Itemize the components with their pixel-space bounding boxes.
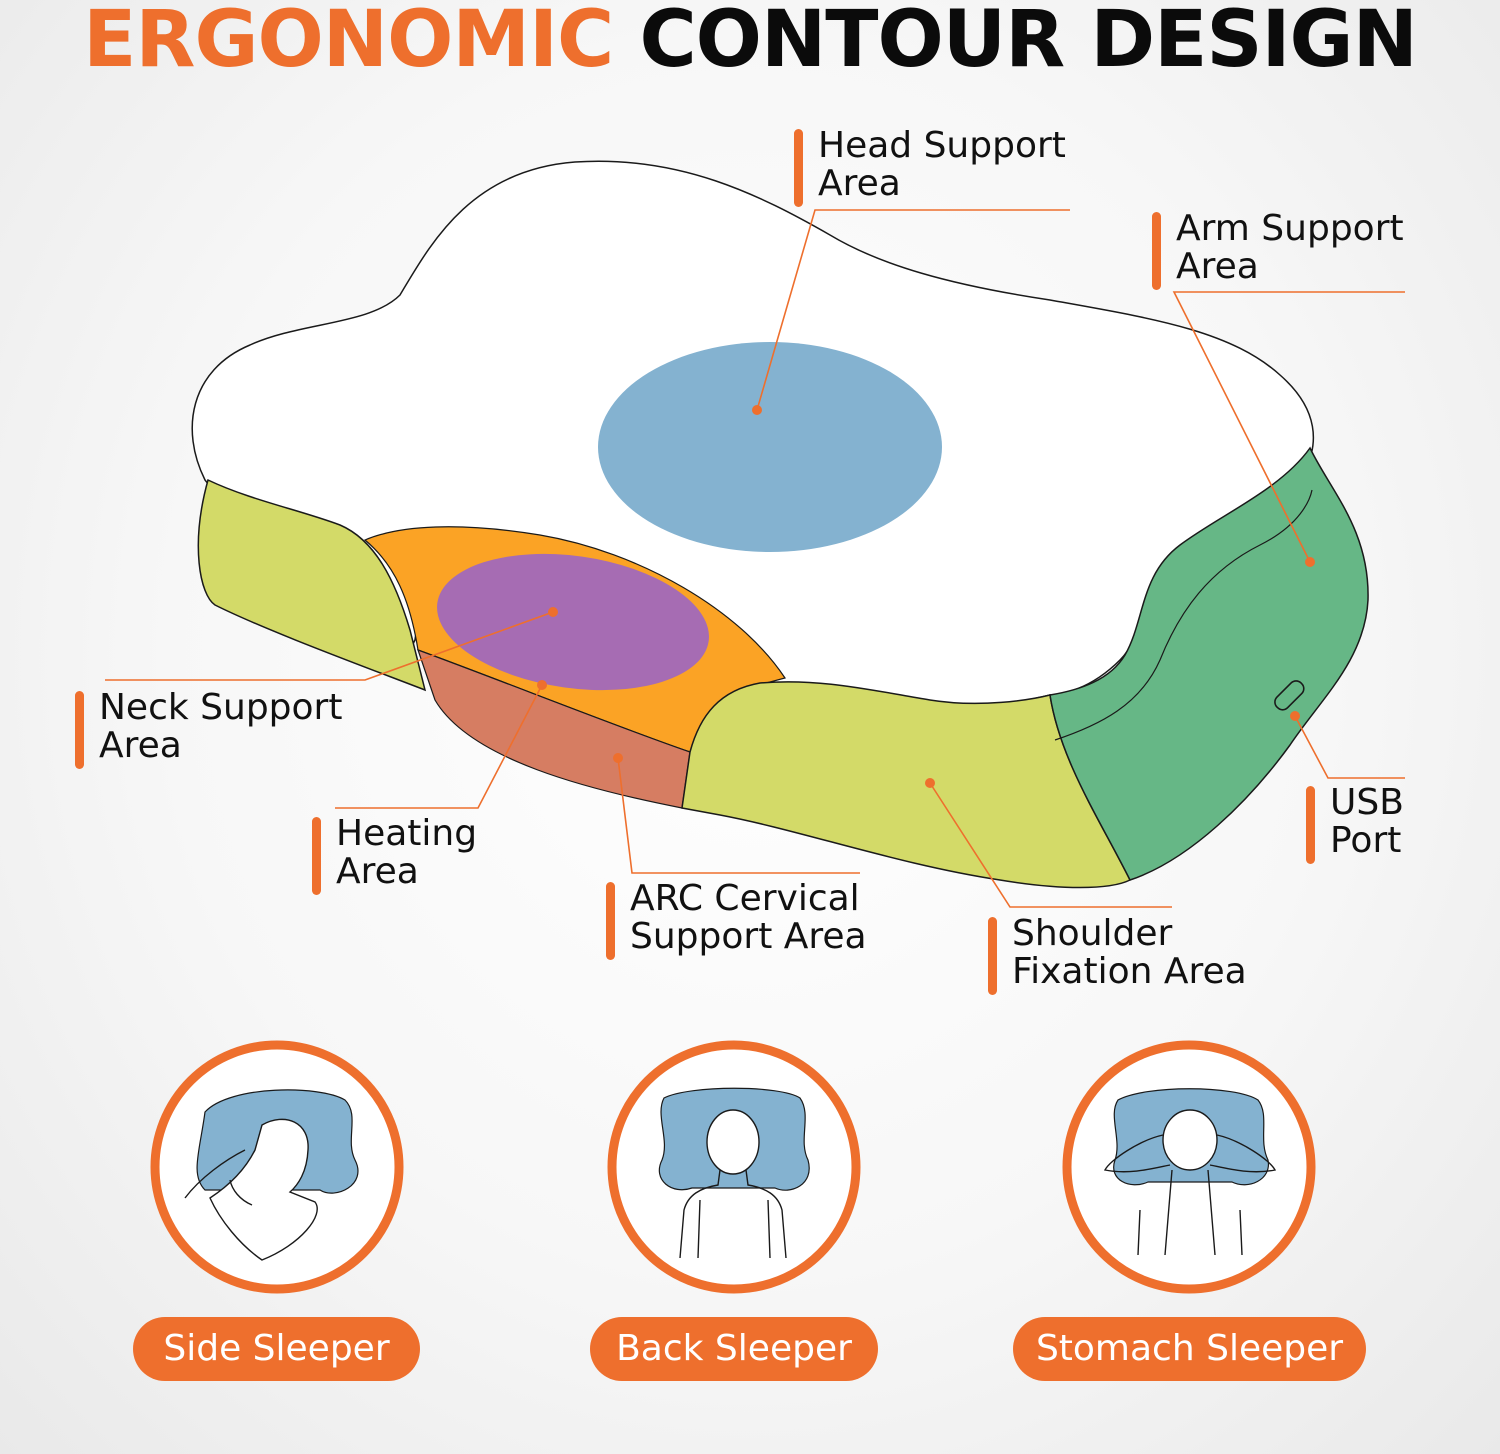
label-arc-line1: ARC Cervical <box>630 878 860 919</box>
callout-dot-arc <box>613 753 623 763</box>
callout-line-usb <box>1294 715 1405 779</box>
callout-dot-neck <box>548 607 558 617</box>
callout-line-head <box>756 209 1070 411</box>
label-arc-cervical: ARC Cervical Support Area <box>606 878 867 960</box>
label-bar <box>1152 212 1161 290</box>
arm-support-ridge <box>1054 489 1313 741</box>
callout-dot-shoulder <box>925 778 935 788</box>
label-heating-line2: Area <box>336 851 419 892</box>
label-arm-support: Arm Support Area <box>1152 208 1404 290</box>
arm-support-zone <box>1049 446 1369 881</box>
label-neck-line1: Neck Support <box>99 687 343 728</box>
side-sleeper-pill: Side Sleeper <box>133 1317 420 1381</box>
label-usb-port: USB Port <box>1306 782 1404 864</box>
label-head-line1: Head Support <box>818 125 1066 166</box>
back-sleeper-icon <box>607 1040 861 1294</box>
side-sleeper-icon <box>150 1040 404 1294</box>
label-shoulder-fixation: Shoulder Fixation Area <box>988 913 1247 995</box>
callout-line-arc <box>617 757 860 874</box>
page-title: ERGONOMIC CONTOUR DESIGN <box>0 0 1500 80</box>
label-bar <box>606 882 615 960</box>
label-bar <box>75 691 84 769</box>
label-bar <box>794 129 803 207</box>
label-neck-support: Neck Support Area <box>75 687 343 769</box>
label-shoulder-line2: Fixation Area <box>1012 951 1247 992</box>
label-head-support: Head Support Area <box>794 125 1066 207</box>
label-bar <box>312 817 321 895</box>
head-support-zone <box>598 342 942 552</box>
stomach-sleeper-icon <box>1062 1040 1316 1294</box>
stomach-sleeper-pill: Stomach Sleeper <box>1013 1317 1366 1381</box>
label-shoulder-line1: Shoulder <box>1012 913 1173 954</box>
label-head-line2: Area <box>818 163 901 204</box>
label-usb-line2: Port <box>1330 820 1402 861</box>
callout-line-shoulder <box>929 782 1172 908</box>
callout-dot-arm <box>1305 557 1315 567</box>
callout-line-heating <box>335 684 543 809</box>
label-bar <box>1306 786 1315 864</box>
callout-dot-heating <box>537 680 547 690</box>
label-arm-line1: Arm Support <box>1176 208 1404 249</box>
callout-line-neck <box>105 611 554 681</box>
usb-port-icon <box>1274 680 1305 711</box>
neck-support-zone <box>437 553 709 691</box>
title-accent: ERGONOMIC <box>83 0 614 85</box>
pillow-left-side <box>197 478 427 692</box>
label-heating-line1: Heating <box>336 813 478 854</box>
label-neck-line2: Area <box>99 725 182 766</box>
label-bar <box>988 917 997 995</box>
label-heating: Heating Area <box>312 813 478 895</box>
back-sleeper-pill: Back Sleeper <box>590 1317 878 1381</box>
title-main: CONTOUR DESIGN <box>639 0 1417 85</box>
callout-dot-usb <box>1290 711 1300 721</box>
label-usb-line1: USB <box>1330 782 1404 823</box>
label-arm-line2: Area <box>1176 246 1259 287</box>
callout-dot-head <box>752 405 762 415</box>
callout-line-arm <box>1172 291 1405 563</box>
label-arc-line2: Support Area <box>630 916 867 957</box>
